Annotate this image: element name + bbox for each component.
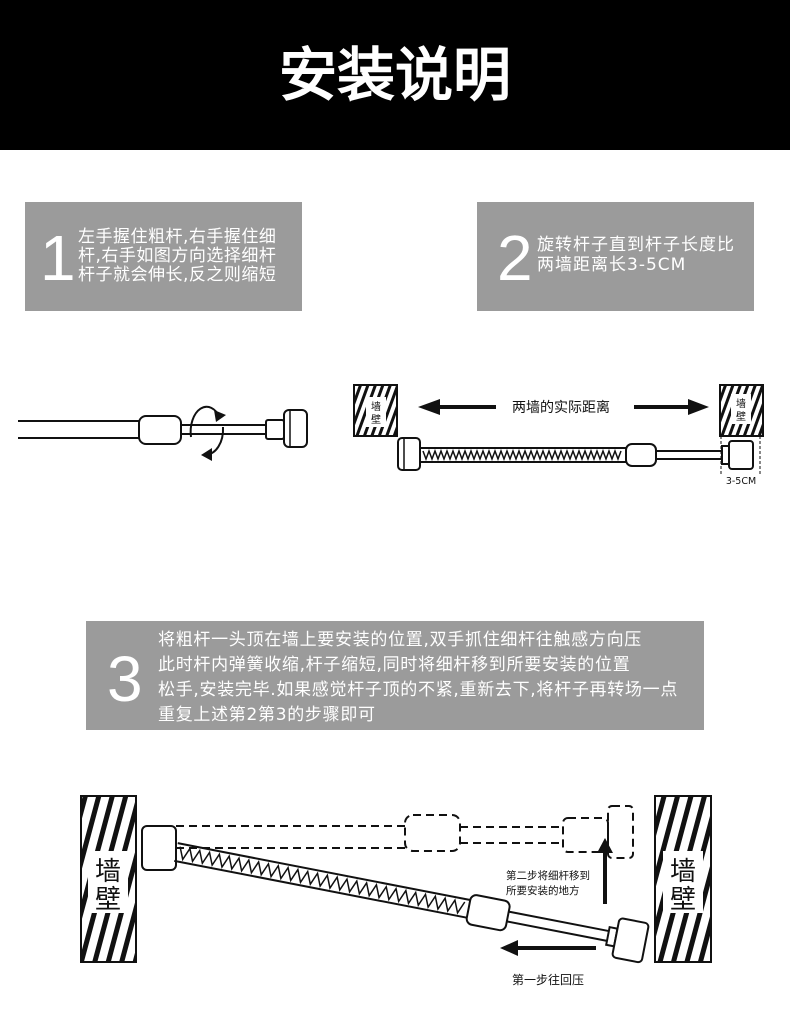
step-2-line: 旋转杆子直到杆子长度比: [537, 235, 735, 255]
step-1-line: 左手握住粗杆,右手握住细: [78, 227, 277, 247]
step-1-box: 1 左手握住粗杆,右手握住细 杆,右手如图方向选择细杆 杆子就会伸长,反之则缩短: [25, 202, 302, 311]
wall-left-label: 墙: [95, 857, 121, 887]
wall-left-label: 墙: [371, 400, 381, 413]
arrow-left-shaft: [440, 405, 496, 409]
rod-end-cap: [283, 409, 308, 448]
step-3-line: 此时杆内弹簧收缩,杆子缩短,同时将细杆移到所要安装的位置: [158, 655, 631, 675]
arrow-up-icon: [597, 838, 613, 853]
move-note-line: 所要安装的地方: [506, 884, 580, 897]
spring-coil: [422, 448, 622, 462]
step-1-line: 杆子就会伸长,反之则缩短: [78, 265, 277, 285]
target-rod-coupling: [404, 814, 461, 852]
spring-coil: [179, 846, 466, 915]
step-1-line: 杆,右手如图方向选择细杆: [78, 246, 277, 266]
move-note-line: 第二步将细杆移到: [506, 869, 590, 882]
wall-right-label-bg: [731, 394, 751, 424]
rod-end-cap-left: [141, 825, 177, 871]
rotation-arc-bottom: [205, 426, 225, 456]
step-3-text: 将粗杆一头顶在墙上要安装的位置,双手抓住细杆往触感方向压 此时杆内弹簧收缩,杆子…: [158, 628, 678, 728]
step-1-number: 1: [40, 222, 76, 294]
step-3-line: 重复上述第2第3的步骤即可: [158, 705, 376, 725]
step-2-text: 旋转杆子直到杆子长度比 两墙距离长3-5CM: [537, 235, 735, 275]
step-2-box: 2 旋转杆子直到杆子长度比 两墙距离长3-5CM: [477, 202, 754, 311]
spring-tube-top-edge: [177, 842, 471, 902]
wall-right-label: 墙: [670, 857, 696, 887]
spring-tube-bottom-edge: [174, 859, 467, 919]
thin-rod-top-edge: [508, 910, 610, 933]
wall-right-label: 壁: [670, 885, 696, 915]
rod-end-cap-right: [611, 917, 650, 964]
wall-left: [353, 384, 398, 437]
rod-end-cap-right: [728, 440, 754, 470]
wall-left-label: 壁: [371, 413, 381, 426]
arrow-left-icon: [418, 399, 440, 415]
rod-collar: [721, 445, 730, 465]
arrow-left-icon: [500, 940, 518, 956]
wall-right-label-bg: [663, 851, 703, 913]
header-banner: 安装说明: [0, 0, 790, 150]
press-note: 第一步往回压: [512, 972, 584, 987]
rod-coupling: [138, 415, 182, 445]
rotation-arrowhead-icon: [201, 448, 212, 461]
step-2-line: 两墙距离长3-5CM: [537, 255, 687, 275]
arrow-right-icon: [688, 399, 709, 415]
arrow-up-shaft: [603, 852, 607, 904]
wall-left-label: 壁: [95, 885, 121, 915]
page-title: 安装说明: [278, 41, 511, 109]
rod-collar: [265, 419, 285, 440]
step-3-line: 将粗杆一头顶在墙上要安装的位置,双手抓住细杆往触感方向压: [158, 630, 643, 650]
distance-label: 两墙的实际距离: [512, 399, 610, 416]
thin-rod-bottom-edge: [506, 920, 608, 942]
target-rod-end-cap: [607, 805, 634, 859]
rotate-rod-diagram: [18, 405, 308, 461]
wall-left-label-bg: [366, 397, 386, 427]
target-rod-collar: [562, 817, 609, 853]
arrow-right-shaft: [634, 405, 690, 409]
step-3-number: 3: [107, 643, 143, 715]
rod-coupling: [465, 894, 511, 932]
rod-coupling: [625, 443, 657, 467]
gap-label: 3-5CM: [726, 476, 756, 487]
step-1-text: 左手握住粗杆,右手握住细 杆,右手如图方向选择细杆 杆子就会伸长,反之则缩短: [78, 228, 276, 285]
install-diagram: 墙 壁 墙 壁 第二步将细杆移到 所要安装的地方 第一步往回压: [80, 795, 712, 987]
wall-right-label: 墙: [736, 397, 746, 410]
step-3-box: 3 将粗杆一头顶在墙上要安装的位置,双手抓住细杆往触感方向压 此时杆内弹簧收缩,…: [86, 621, 704, 730]
wall-left-label-bg: [88, 851, 128, 913]
step-2-number: 2: [497, 222, 533, 294]
rod-end-cap-left: [397, 437, 421, 471]
arrow-left-shaft: [516, 946, 596, 950]
tilted-rod: [174, 842, 650, 964]
wall-right-label: 壁: [736, 410, 746, 423]
step-3-line: 松手,安装完毕.如果感觉杆子顶的不紧,重新去下,将杆子再转场一点: [158, 680, 679, 700]
rotation-arrowhead-icon: [214, 410, 226, 422]
measure-diagram: 墙 壁 墙 壁 两墙的实际距离 3-5CM: [353, 384, 764, 487]
